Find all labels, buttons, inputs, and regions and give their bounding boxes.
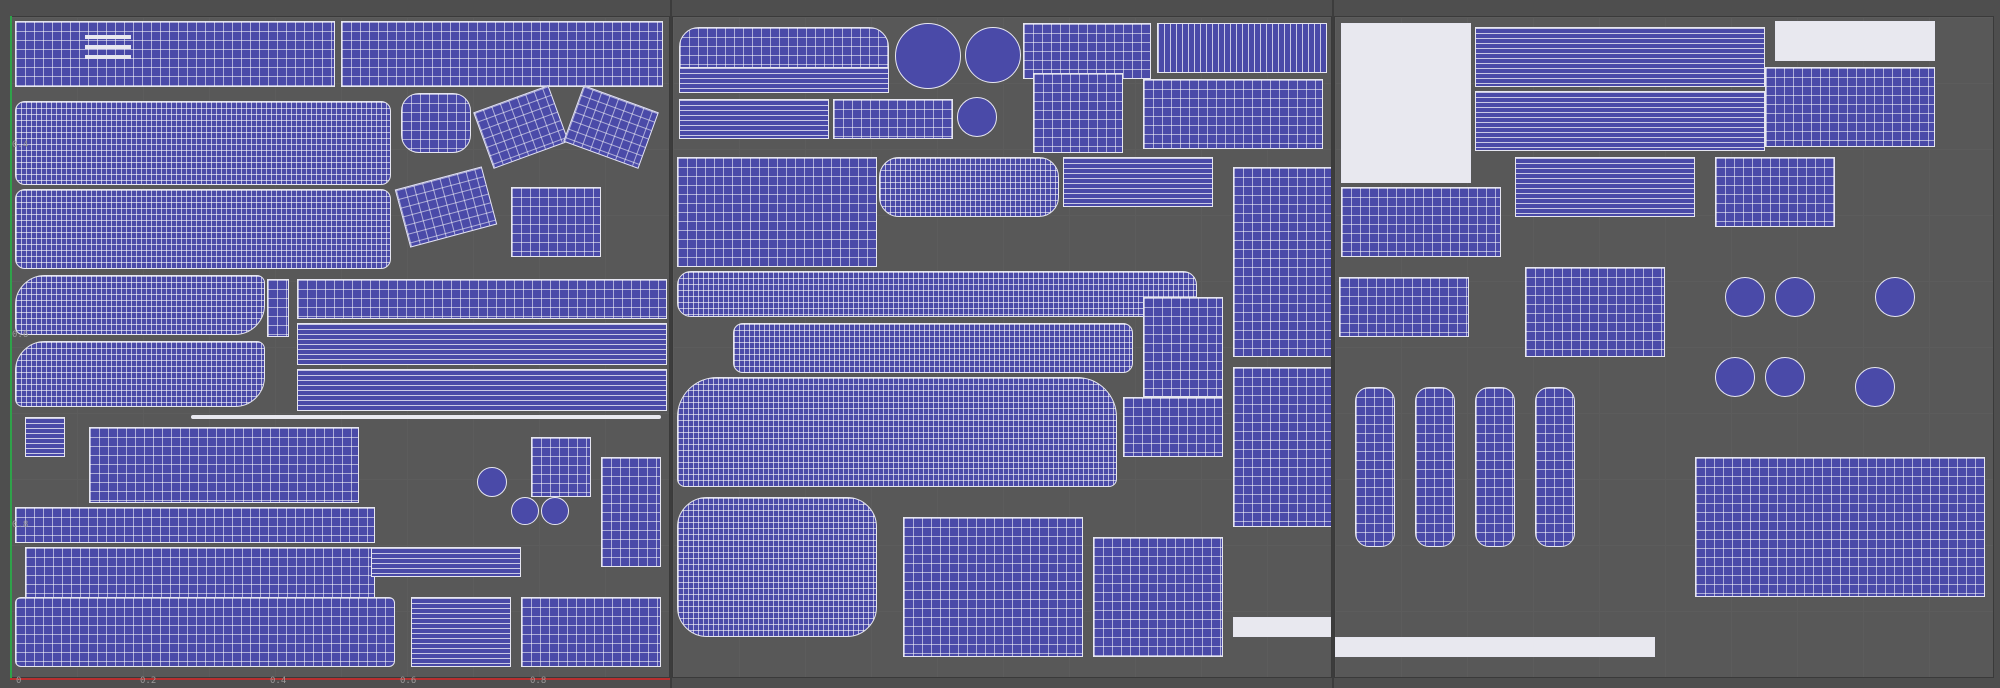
uv-island[interactable] [15,597,395,667]
uv-island[interactable] [521,597,661,667]
uv-island[interactable] [511,497,539,525]
uv-island[interactable] [531,437,591,497]
uv-island[interactable] [879,157,1059,217]
uv-island[interactable] [1143,297,1223,397]
uv-island[interactable] [679,67,889,93]
uv-island[interactable] [1339,277,1469,337]
uv-island[interactable] [1233,617,1331,637]
uv-island[interactable] [677,377,1117,487]
uv-island[interactable] [677,271,1197,317]
uv-island[interactable] [15,507,375,543]
uv-island[interactable] [601,457,661,567]
uv-island[interactable] [965,27,1021,83]
uv-island[interactable] [394,166,498,248]
uv-island[interactable] [411,597,511,667]
uv-island[interactable] [341,21,663,87]
axis-label: 0.4 [12,140,29,150]
uv-island[interactable] [1855,367,1895,407]
uv-island[interactable] [297,369,667,411]
uv-island[interactable] [191,415,661,419]
uv-island[interactable] [1143,79,1323,149]
uv-island[interactable] [1725,277,1765,317]
uv-island[interactable] [1063,157,1213,207]
uv-island[interactable] [1775,21,1935,61]
uv-island[interactable] [833,99,953,139]
uv-island[interactable] [957,97,997,137]
uv-island[interactable] [1233,167,1331,357]
uv-island[interactable] [1475,91,1765,151]
uv-island[interactable] [1415,387,1455,547]
v-axis [10,16,12,678]
uv-island[interactable] [85,45,131,49]
uv-island[interactable] [1093,537,1223,657]
axis-label: 0.8 [530,676,547,686]
uv-island[interactable] [1775,277,1815,317]
axis-label: 0.2 [140,676,157,686]
uv-island[interactable] [473,85,569,169]
axis-label: 0 [16,676,22,686]
uv-island[interactable] [1525,267,1665,357]
uv-island[interactable] [1033,73,1123,153]
uv-island[interactable] [297,323,667,365]
uv-island[interactable] [1475,27,1765,87]
uv-island[interactable] [477,467,507,497]
uv-island[interactable] [15,21,335,87]
uv-island[interactable] [1157,23,1327,73]
uv-island[interactable] [1341,187,1501,257]
uv-tile-1[interactable] [10,16,670,678]
uv-island[interactable] [677,497,877,637]
uv-island[interactable] [1875,277,1915,317]
uv-island[interactable] [1515,157,1695,217]
uv-island[interactable] [15,189,391,269]
uv-island[interactable] [401,93,471,153]
uv-island[interactable] [1355,387,1395,547]
u-axis [10,678,670,680]
uv-island[interactable] [15,101,391,185]
uv-island[interactable] [1535,387,1575,547]
uv-island[interactable] [85,35,131,39]
uv-tile-3[interactable] [1334,16,1994,678]
uv-island[interactable] [733,323,1133,373]
uv-island[interactable] [15,275,265,335]
uv-island[interactable] [89,427,359,503]
uv-island[interactable] [563,85,659,169]
uv-island[interactable] [511,187,601,257]
uv-island[interactable] [1335,637,1655,657]
uv-island[interactable] [895,23,961,89]
uv-island[interactable] [371,547,521,577]
uv-island[interactable] [1765,357,1805,397]
uv-island[interactable] [1715,157,1835,227]
axis-label: 0.4 [270,676,287,686]
uv-island[interactable] [1715,357,1755,397]
axis-label: 0.8 [12,520,29,530]
axis-label: 0.6 [12,330,29,340]
uv-island[interactable] [25,417,65,457]
uv-island[interactable] [297,279,667,319]
tile-separator [1332,0,1334,688]
uv-island[interactable] [267,279,289,337]
uv-tile-2[interactable] [672,16,1332,678]
axis-label: 0.6 [400,676,417,686]
uv-island[interactable] [15,341,265,407]
uv-island[interactable] [1765,67,1935,147]
uv-island[interactable] [541,497,569,525]
uv-island[interactable] [1475,387,1515,547]
uv-island[interactable] [1341,23,1471,183]
uv-island[interactable] [25,547,375,607]
uv-island[interactable] [903,517,1083,657]
uv-island[interactable] [1695,457,1985,597]
uv-island[interactable] [1123,397,1223,457]
uv-island[interactable] [1233,367,1331,527]
tile-separator [670,0,672,688]
uv-island[interactable] [679,99,829,139]
uv-island[interactable] [1023,23,1151,79]
uv-island[interactable] [677,157,877,267]
uv-island[interactable] [85,55,131,59]
